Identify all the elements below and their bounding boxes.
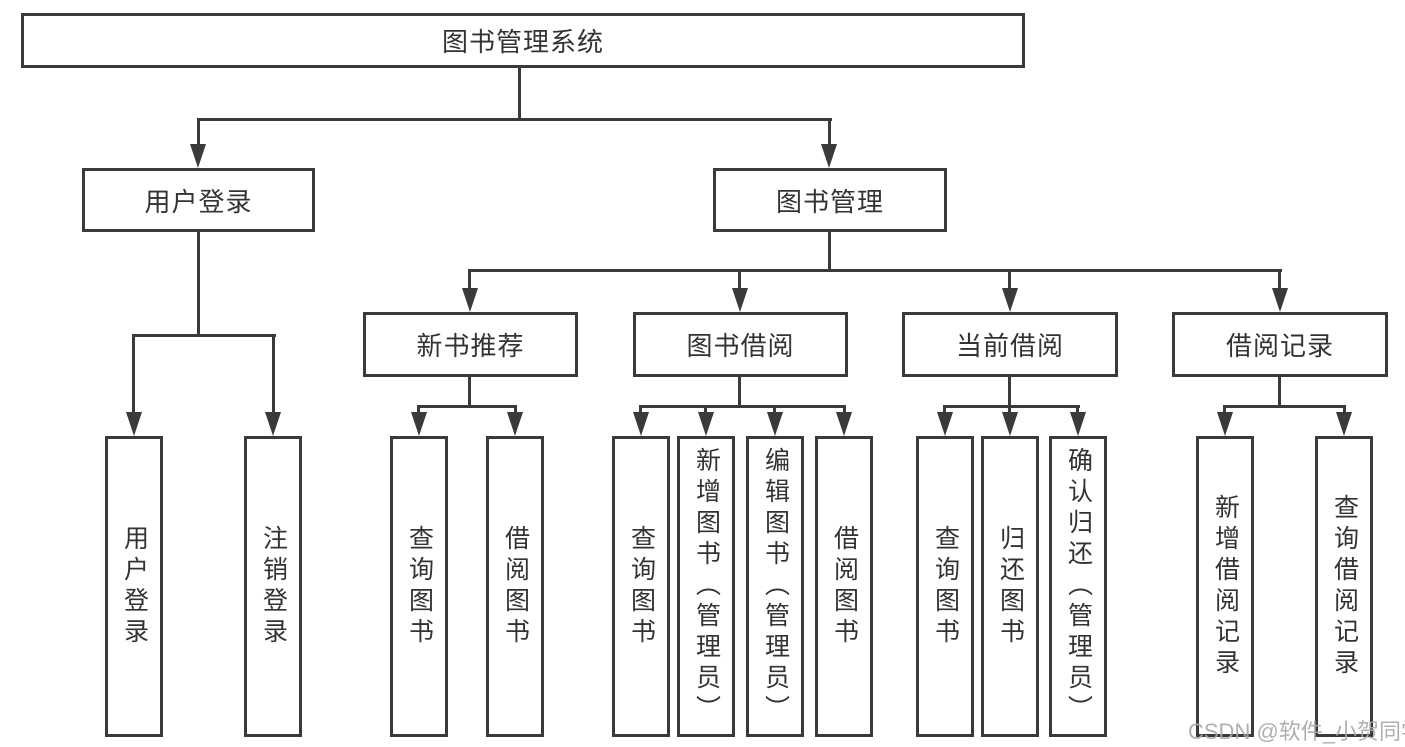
leaf-label: 借阅图书 bbox=[501, 524, 530, 649]
connector-drop bbox=[1223, 405, 1226, 414]
connector-current-branch bbox=[943, 405, 1080, 408]
connector-level3-branch bbox=[468, 269, 1282, 272]
leaf-logout: 注销登录 bbox=[244, 436, 302, 737]
connector-root-stem bbox=[518, 66, 521, 120]
arrowhead bbox=[1070, 412, 1086, 436]
node-label: 新书推荐 bbox=[416, 331, 525, 361]
leaf-label: 借阅图书 bbox=[830, 524, 859, 649]
arrowhead bbox=[698, 412, 714, 436]
arrowhead bbox=[767, 412, 783, 436]
leaf-borrow-borrow-book: 借阅图书 bbox=[815, 436, 873, 737]
leaf-current-query-book: 查询图书 bbox=[916, 436, 974, 737]
leaf-label: 确认归还（管理员） bbox=[1064, 447, 1093, 726]
arrowhead bbox=[821, 144, 837, 168]
leaf-borrow-edit-book-admin: 编辑图书（管理员） bbox=[746, 436, 804, 737]
connector-drop bbox=[704, 405, 707, 414]
leaf-borrow-add-book-admin: 新增图书（管理员） bbox=[677, 436, 735, 737]
connector-drop bbox=[272, 334, 275, 414]
node-current-borrow: 当前借阅 bbox=[902, 312, 1118, 377]
node-label: 用户登录 bbox=[144, 186, 253, 217]
node-label: 当前借阅 bbox=[955, 331, 1064, 361]
arrowhead bbox=[937, 412, 953, 436]
node-root-library-system: 图书管理系统 bbox=[21, 13, 1025, 68]
arrowhead bbox=[1002, 412, 1018, 436]
leaf-records-query-record: 查询借阅记录 bbox=[1315, 436, 1373, 737]
node-label: 图书借阅 bbox=[686, 331, 795, 361]
node-book-borrow: 图书借阅 bbox=[633, 312, 848, 377]
csdn-watermark: CSDN @软件_小贺同学 bbox=[1188, 719, 1405, 744]
arrowhead bbox=[411, 412, 427, 436]
leaf-borrow-query-book: 查询图书 bbox=[612, 436, 670, 737]
node-borrow-records: 借阅记录 bbox=[1172, 312, 1388, 377]
leaf-label: 编辑图书（管理员） bbox=[761, 447, 790, 726]
leaf-label: 查询图书 bbox=[931, 524, 960, 649]
node-book-manage: 图书管理 bbox=[713, 168, 947, 232]
connector-drop bbox=[1076, 405, 1079, 414]
leaf-label: 归还图书 bbox=[996, 524, 1025, 649]
arrowhead bbox=[190, 144, 206, 168]
connector-borrow-stem bbox=[738, 375, 741, 407]
node-label: 借阅记录 bbox=[1225, 331, 1334, 361]
arrowhead bbox=[732, 288, 748, 312]
leaf-label: 查询图书 bbox=[405, 524, 434, 649]
arrowhead bbox=[462, 288, 478, 312]
arrowhead bbox=[1002, 288, 1018, 312]
arrowhead bbox=[1272, 288, 1288, 312]
leaf-label: 查询借阅记录 bbox=[1330, 493, 1359, 680]
connector-level2-branch bbox=[197, 118, 832, 121]
arrowhead bbox=[126, 412, 142, 436]
connector-drop bbox=[132, 334, 135, 414]
leaf-recommend-query-book: 查询图书 bbox=[390, 436, 448, 737]
connector-drop bbox=[514, 405, 517, 414]
connector-records-stem bbox=[1278, 375, 1281, 407]
leaf-user-login: 用户登录 bbox=[105, 436, 163, 737]
connector-drop bbox=[1008, 269, 1011, 290]
connector-drop bbox=[468, 269, 471, 290]
node-label: 图书管理 bbox=[775, 186, 884, 217]
connector-drop bbox=[943, 405, 946, 414]
connector-drop bbox=[417, 405, 420, 414]
arrowhead bbox=[1336, 412, 1352, 436]
leaf-current-confirm-return-admin: 确认归还（管理员） bbox=[1049, 436, 1107, 737]
connector-login-branch bbox=[132, 334, 276, 337]
leaf-label: 用户登录 bbox=[120, 524, 149, 649]
leaf-label: 注销登录 bbox=[259, 524, 288, 649]
connector-drop bbox=[1008, 405, 1011, 414]
node-new-book-recommend: 新书推荐 bbox=[363, 312, 578, 377]
leaf-records-add-record: 新增借阅记录 bbox=[1196, 436, 1254, 737]
leaf-recommend-borrow-book: 借阅图书 bbox=[486, 436, 544, 737]
connector-drop bbox=[738, 269, 741, 290]
connector-recommend-stem bbox=[468, 375, 471, 407]
arrowhead bbox=[836, 412, 852, 436]
leaf-label: 查询图书 bbox=[627, 524, 656, 649]
connector-borrow-branch bbox=[639, 405, 846, 408]
connector-records-branch bbox=[1223, 405, 1346, 408]
connector-drop bbox=[843, 405, 846, 414]
arrowhead bbox=[265, 412, 281, 436]
leaf-current-return-book: 归还图书 bbox=[981, 436, 1039, 737]
connector-drop bbox=[828, 118, 831, 148]
arrowhead bbox=[507, 412, 523, 436]
connector-drop bbox=[773, 405, 776, 414]
connector-drop bbox=[1278, 269, 1281, 290]
arrowhead bbox=[633, 412, 649, 436]
connector-drop bbox=[197, 118, 200, 148]
node-label: 图书管理系统 bbox=[441, 27, 604, 57]
node-user-login: 用户登录 bbox=[82, 168, 315, 232]
leaf-label: 新增借阅记录 bbox=[1211, 493, 1240, 680]
connector-login-stem bbox=[197, 230, 200, 336]
connector-drop bbox=[1343, 405, 1346, 414]
connector-current-stem bbox=[1008, 375, 1011, 407]
connector-recommend-branch bbox=[417, 405, 517, 408]
arrowhead bbox=[1217, 412, 1233, 436]
connector-manage-stem bbox=[828, 230, 831, 271]
leaf-label: 新增图书（管理员） bbox=[692, 447, 721, 726]
connector-drop bbox=[639, 405, 642, 414]
